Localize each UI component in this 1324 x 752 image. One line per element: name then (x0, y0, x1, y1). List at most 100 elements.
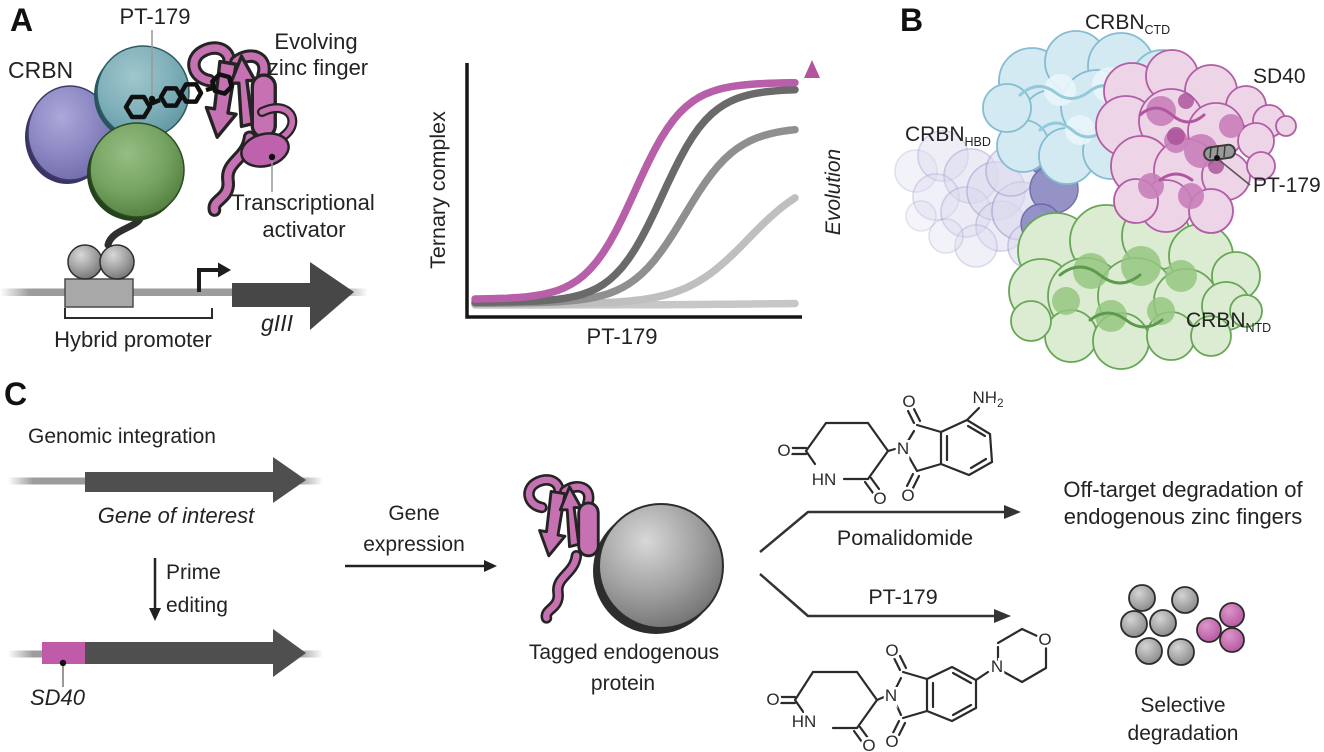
dna-binding-sphere (99, 244, 135, 280)
pt179-leader-line (1218, 159, 1251, 186)
activator-leader-dot (268, 153, 276, 161)
prime-editing-label-line1: Prime (166, 561, 221, 584)
magenta-dot (1196, 617, 1222, 643)
zinc-finger-tag (529, 480, 598, 618)
pt179-label: PT-179 (1253, 174, 1321, 197)
gene-expression-label-line2: expression (363, 533, 465, 556)
atom-hn: HN (812, 470, 837, 489)
promoter-bracket (64, 308, 213, 319)
gray-dot (1135, 637, 1163, 665)
giii-gene-arrow (232, 262, 354, 330)
gene-arrowhead (273, 457, 306, 503)
atom-hn: HN (792, 712, 817, 731)
gene-of-interest-label: Gene of interest (98, 503, 255, 528)
evolution-arrowhead (804, 60, 820, 78)
transcriptional-activator-blob (240, 132, 290, 168)
crbn-label: CRBN (8, 57, 73, 83)
promoter-box (64, 278, 134, 308)
transcription-start-arrowhead (218, 262, 231, 278)
atom-o: O (885, 732, 898, 751)
atom-o: O (862, 736, 875, 752)
crbn-hbd-label: CRBNHBD (905, 123, 991, 149)
atom-o: O (777, 441, 790, 460)
transcription-start-arrow (197, 268, 218, 292)
selective-degradation-label-line2: degradation (1128, 722, 1239, 745)
chart-axes (465, 63, 802, 319)
pt179-stick-structure (123, 72, 234, 120)
panel-b-structure: CRBNCTD SD40 CRBNHBD PT-179 CRBNNTD (894, 11, 1321, 370)
evolving-zf-label-line2: zinc finger (268, 55, 368, 80)
panel-a-schematic: CRBN PT-179 Evolving zinc finger Transcr… (0, 4, 375, 352)
atom-o: O (1038, 630, 1051, 649)
atom-n: N (885, 686, 897, 705)
genomic-integration-label: Genomic integration (28, 425, 216, 448)
atom-n: N (897, 439, 909, 458)
atom-o: O (902, 392, 915, 411)
tagged-protein-label-line1: Tagged endogenous (529, 641, 719, 664)
activator-label-line1: Transcriptional (231, 190, 374, 215)
chart-curve (471, 125, 799, 307)
hybrid-promoter-label: Hybrid promoter (54, 327, 212, 352)
gray-dot (1171, 586, 1199, 614)
prime-editing-label-line2: editing (166, 594, 228, 617)
chart-x-label: PT-179 (587, 324, 658, 349)
panel-b-letter: B (900, 2, 924, 38)
off-target-label-line2: endogenous zinc fingers (1064, 504, 1303, 529)
atom-nh2: NH2 (973, 388, 1004, 410)
crbn-ntd-highlights (1052, 246, 1197, 332)
pomalidomide-structure: O HN O N O O NH2 (775, 386, 1006, 511)
evolution-label: Evolution (822, 149, 845, 235)
sd40-label: SD40 (30, 685, 86, 710)
crbn-ntd-label: CRBNNTD (1186, 309, 1271, 335)
gray-dot (1167, 638, 1195, 666)
gene-arrow-body (85, 472, 273, 492)
pt179-label: PT-179 (120, 4, 191, 29)
sd40-tag-box (42, 642, 85, 664)
magenta-dot (1219, 602, 1245, 628)
selective-degradation-label-line1: Selective (1140, 694, 1225, 717)
crbn-ctd-label: CRBNCTD (1085, 11, 1170, 37)
crbn-blob-green (89, 122, 185, 218)
gene-arrow-body (85, 642, 273, 664)
tagged-protein-label-line2: protein (591, 672, 655, 695)
gray-dot (1120, 610, 1148, 638)
chart-y-label: Ternary complex (426, 111, 450, 269)
sd40-leader-dot (59, 659, 67, 667)
chart-curve (471, 78, 799, 303)
pomalidomide-label: Pomalidomide (837, 526, 973, 550)
pt179-arrowhead (994, 609, 1011, 623)
pomalidomide-arrowhead (1004, 505, 1021, 519)
pt179-arrow-label: PT-179 (868, 585, 937, 609)
atom-o: O (873, 489, 886, 508)
magenta-dot (1219, 627, 1245, 653)
evolving-zf-label-line1: Evolving (274, 29, 357, 54)
degradation-dots (1120, 584, 1245, 666)
crbn-ntd-ribbon-lines (1058, 265, 1164, 329)
gene-expression-label-line1: Gene (388, 502, 439, 525)
chart-curve (471, 85, 799, 306)
dna-strand (0, 288, 368, 296)
prime-editing-arrowhead (149, 608, 161, 621)
off-target-label-line1: Off-target degradation of (1063, 477, 1303, 502)
gene-arrowhead (273, 629, 306, 677)
pt179-leader-dot (148, 95, 156, 103)
activator-label-line2: activator (262, 217, 345, 242)
chart-curves (471, 78, 799, 309)
gray-dot (1128, 584, 1156, 612)
atom-o: O (901, 486, 914, 505)
pt179-structure: O HN O N O O N O (764, 628, 1054, 752)
panel-c: O HN O N O O NH2 O HN O N O O (8, 386, 1304, 752)
sd40-label: SD40 (1253, 65, 1306, 88)
panel-a-chart: Ternary complex PT-179 Evolution (426, 60, 845, 349)
pomalidomide-arrow (759, 510, 1004, 553)
dna-binding-sphere (67, 244, 103, 280)
zinc-finger-ribbon (194, 48, 275, 210)
atom-o: O (885, 641, 898, 660)
atom-n: N (991, 657, 1003, 676)
giii-label: gIII (261, 310, 294, 336)
gray-dot (1149, 609, 1177, 637)
atom-o: O (766, 690, 779, 709)
gene-expression-arrowhead (484, 560, 497, 572)
panel-c-letter: C (4, 376, 28, 412)
